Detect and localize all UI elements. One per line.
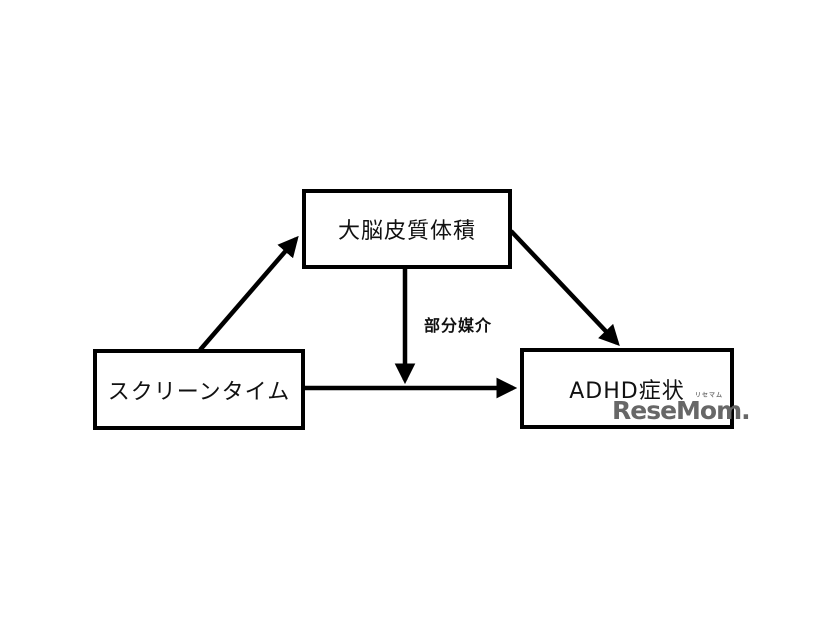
node-adhd-symptoms: ADHD症状: [520, 348, 734, 429]
arrow-cortex-to-adhd: [509, 229, 620, 347]
node-screen-time-label: スクリーンタイム: [107, 379, 291, 405]
node-screen-time: スクリーンタイム: [93, 349, 305, 430]
arrow-screentime-to-cortex: [198, 235, 299, 352]
mediation-path-label: 部分媒介: [424, 316, 493, 335]
node-cortical-volume-label: 大脳皮質体積: [337, 219, 476, 244]
node-cortical-volume: 大脳皮質体積: [302, 189, 512, 269]
node-adhd-symptoms-label: ADHD症状: [569, 378, 685, 404]
